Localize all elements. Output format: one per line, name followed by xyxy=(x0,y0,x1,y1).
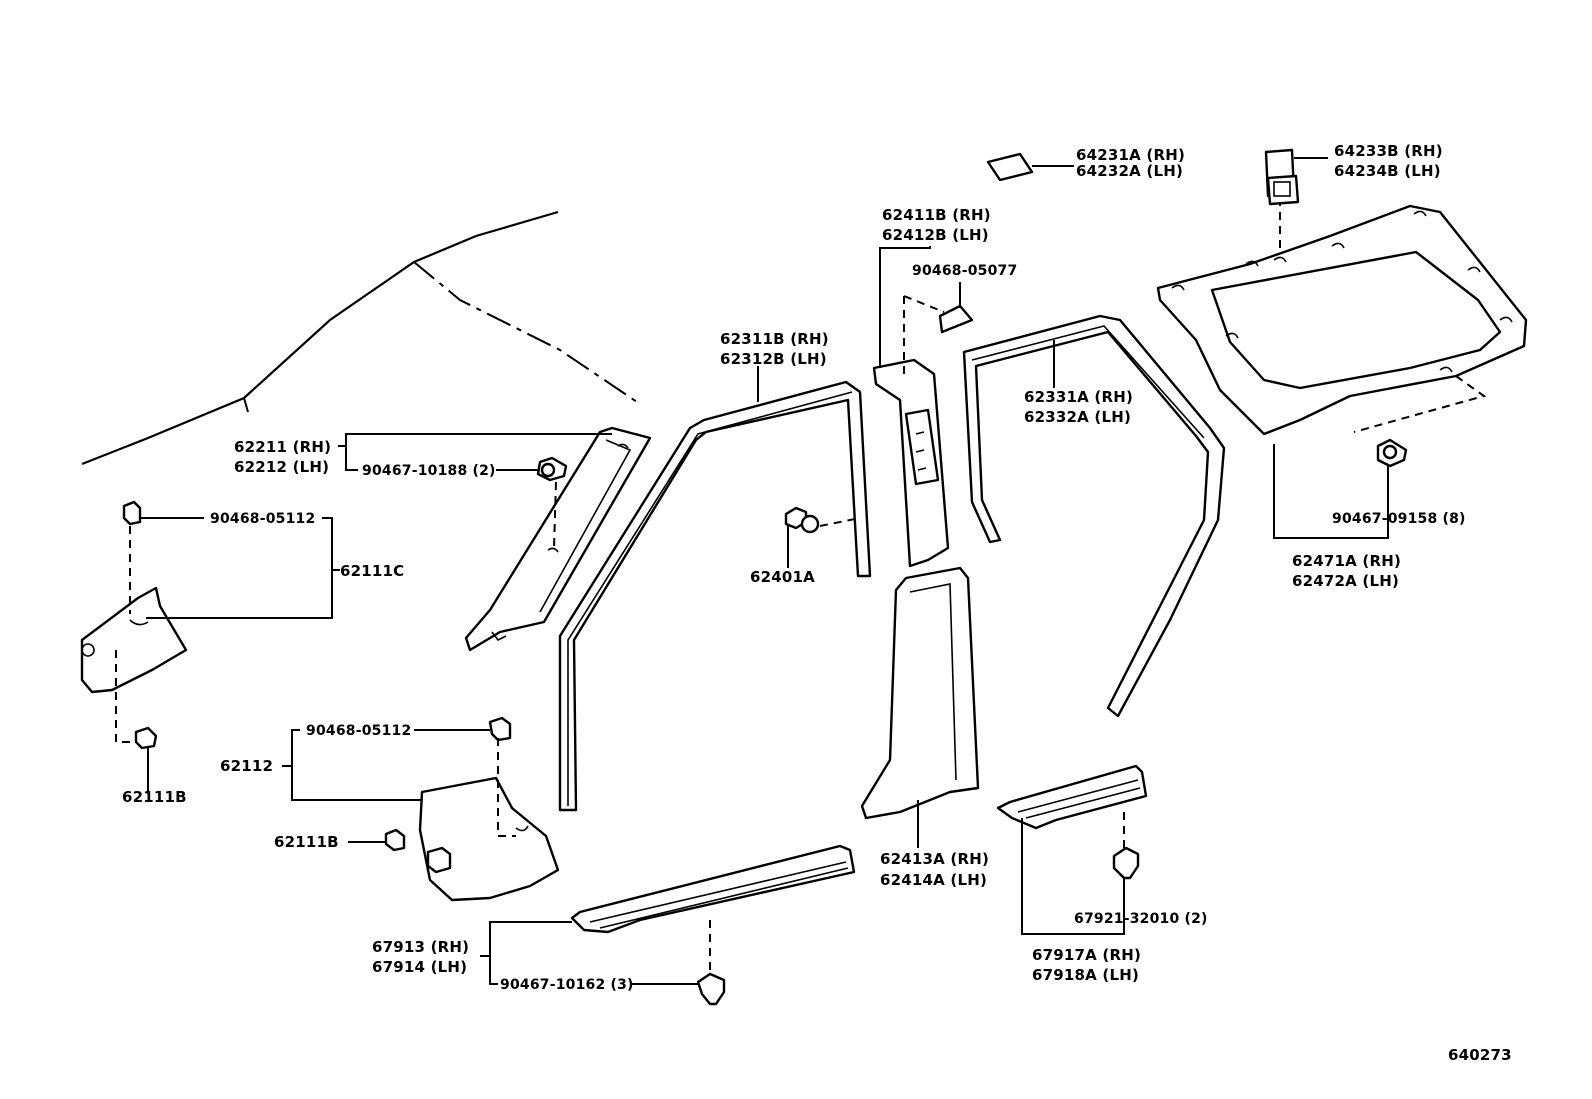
cowl-side-trim-lower xyxy=(384,716,560,902)
label-62112: 62112 xyxy=(220,757,274,775)
label-62332A: 62332A (LH) xyxy=(1024,408,1132,426)
label-62331A: 62331A (RH) xyxy=(1024,388,1134,406)
label-62311B: 62311B (RH) xyxy=(720,330,829,348)
a-pillar-garnish xyxy=(464,426,652,652)
cap-64231A xyxy=(986,152,1034,182)
label-64231A: 64231A (RH) xyxy=(1076,146,1186,164)
clip-62401A xyxy=(784,506,861,534)
label-64234B: 64234B (LH) xyxy=(1334,162,1441,180)
leader-lines xyxy=(140,157,1389,985)
label-62211: 62211 (RH) xyxy=(234,438,332,456)
rear-door-opening-trim xyxy=(962,314,1226,718)
label-62412B: 62412B (LH) xyxy=(882,226,989,244)
reference-number: 640273 xyxy=(1448,1046,1512,1064)
label-62401A: 62401A xyxy=(750,568,815,586)
label-67914: 67914 (LH) xyxy=(372,958,468,976)
scuff-plate-front xyxy=(570,844,856,1006)
clip-90467-09158 xyxy=(1376,438,1408,468)
label-67913: 67913 (RH) xyxy=(372,938,470,956)
label-90467-10162: 90467-10162 (3) xyxy=(500,977,634,993)
label-90468-05112-upper: 90468-05112 xyxy=(210,511,316,527)
label-62111B-lower: 62111B xyxy=(274,833,339,851)
clip-90467-10188 xyxy=(536,456,568,549)
cowl-side-trim-upper xyxy=(80,500,188,750)
label-62411B: 62411B (RH) xyxy=(882,206,991,224)
label-62413A: 62413A (RH) xyxy=(880,850,990,868)
label-62312B: 62312B (LH) xyxy=(720,350,827,368)
label-64232A: 64232A (LH) xyxy=(1076,162,1184,180)
label-62111B-upper: 62111B xyxy=(122,788,187,806)
label-90467-09158: 90467-09158 (8) xyxy=(1332,511,1466,527)
label-90468-05112-lower: 90468-05112 xyxy=(306,723,412,739)
label-90468-05077: 90468-05077 xyxy=(912,263,1018,279)
scuff-plate-rear xyxy=(996,764,1148,880)
quarter-trim-upper-panel xyxy=(1156,198,1528,436)
label-62212: 62212 (LH) xyxy=(234,458,330,476)
label-67917A: 67917A (RH) xyxy=(1032,946,1142,964)
label-62471A: 62471A (RH) xyxy=(1292,552,1402,570)
center-pillar-lower-garnish xyxy=(860,566,980,820)
car-body-outline xyxy=(81,210,641,466)
hook-64233B xyxy=(1264,148,1300,206)
label-90467-10188: 90467-10188 (2) xyxy=(362,463,496,479)
label-67918A: 67918A (LH) xyxy=(1032,966,1140,984)
center-pillar-upper-garnish xyxy=(872,295,974,568)
label-62472A: 62472A (LH) xyxy=(1292,572,1400,590)
label-67921-32010: 67921-32010 (2) xyxy=(1074,911,1208,927)
label-62111C: 62111C xyxy=(340,562,405,580)
label-62414A: 62414A (LH) xyxy=(880,871,988,889)
label-64233B: 64233B (RH) xyxy=(1334,142,1443,160)
front-door-opening-trim xyxy=(558,380,872,812)
